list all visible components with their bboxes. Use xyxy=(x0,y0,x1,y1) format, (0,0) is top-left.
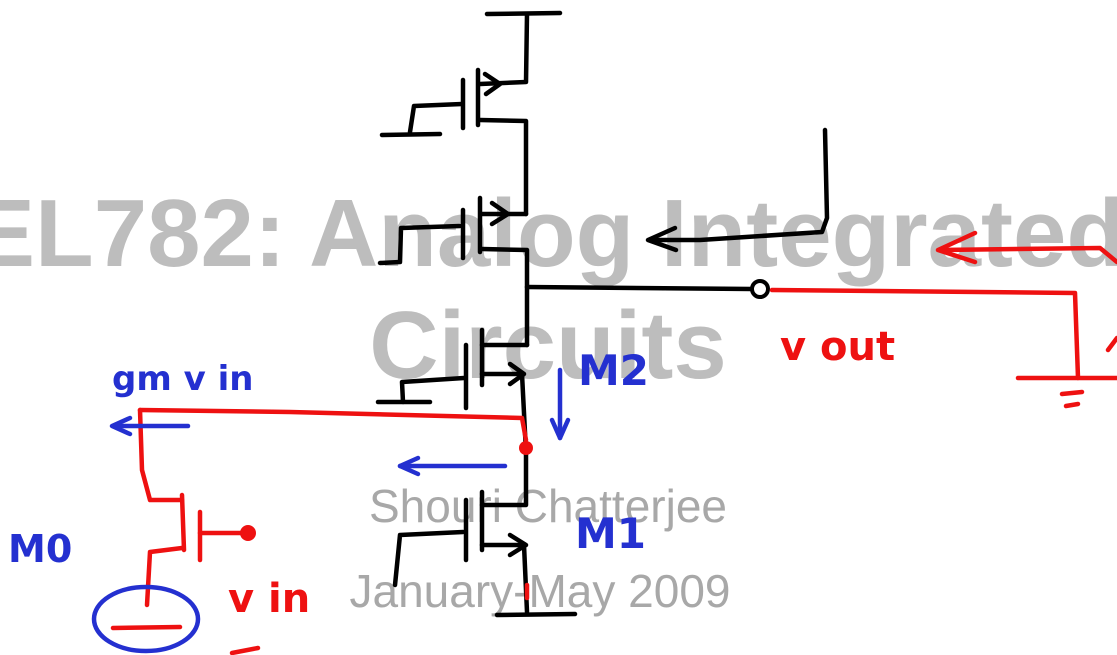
m2-current-arrowhead xyxy=(549,417,571,441)
output-impedance-arrowhead xyxy=(645,225,679,253)
gm-vin-current-arrowhead xyxy=(109,415,133,437)
slide-date: January-May 2009 xyxy=(350,565,731,617)
m0-ground-circle xyxy=(91,584,201,654)
output-load-path xyxy=(769,230,1117,409)
m2-gate-lead xyxy=(399,375,467,405)
label-gm-vin: gm v in xyxy=(112,359,253,399)
output-wire xyxy=(524,284,755,292)
vin-terminal-dot xyxy=(240,525,256,541)
current-annotations xyxy=(91,367,571,654)
m0-injection-path xyxy=(110,407,533,655)
label-vout: v out xyxy=(780,324,895,370)
pmos-top-gate-lead xyxy=(407,101,465,135)
ground-rail xyxy=(494,611,578,618)
output-terminal xyxy=(750,279,770,299)
node-current-arrowhead xyxy=(397,455,421,477)
label-m2: M2 xyxy=(578,346,649,395)
label-vin: v in xyxy=(228,576,310,622)
pmos-cascode xyxy=(377,195,530,348)
pmos-cascode-drain xyxy=(479,246,530,348)
pmos-cascode-arrow xyxy=(489,200,511,227)
slide-author: Shouri Chatterjee xyxy=(369,480,727,532)
m1-source xyxy=(479,542,530,615)
output-node xyxy=(524,127,830,299)
pmos-top xyxy=(379,10,563,217)
label-m0: M0 xyxy=(8,527,72,571)
injection-wire xyxy=(137,407,529,443)
vdd-rail xyxy=(484,10,563,17)
m0-drain xyxy=(137,407,185,503)
output-impedance-arrow xyxy=(647,127,830,243)
vout-wire xyxy=(769,287,1081,381)
m1-drain xyxy=(479,449,529,508)
injection-node-dot xyxy=(519,441,533,455)
load-ground-hatch xyxy=(1059,389,1085,409)
m1-arrow xyxy=(507,532,529,558)
pmos-top-drain xyxy=(477,117,529,217)
label-m1: M1 xyxy=(575,509,646,558)
nmos-m1 xyxy=(392,449,578,618)
m0-source xyxy=(144,545,185,608)
load-impedance-arrowhead xyxy=(935,230,978,265)
m1-gate-lead xyxy=(392,529,466,588)
vin-underline-mark xyxy=(229,645,261,655)
pmos-top-bias xyxy=(379,131,443,138)
nmos-m2 xyxy=(375,327,530,455)
load-edge-mark xyxy=(1105,335,1117,353)
m2-arrow xyxy=(507,361,527,387)
slide-title-line1: EL782: Analog Integrated xyxy=(0,180,1117,287)
load-impedance-arrow xyxy=(937,245,1117,265)
m2-source xyxy=(479,371,529,455)
m0-ground xyxy=(110,624,183,631)
m0-channel xyxy=(179,492,187,553)
pmos-top-arrow xyxy=(482,71,503,97)
pmos-cascode-gate-lead xyxy=(377,223,463,266)
